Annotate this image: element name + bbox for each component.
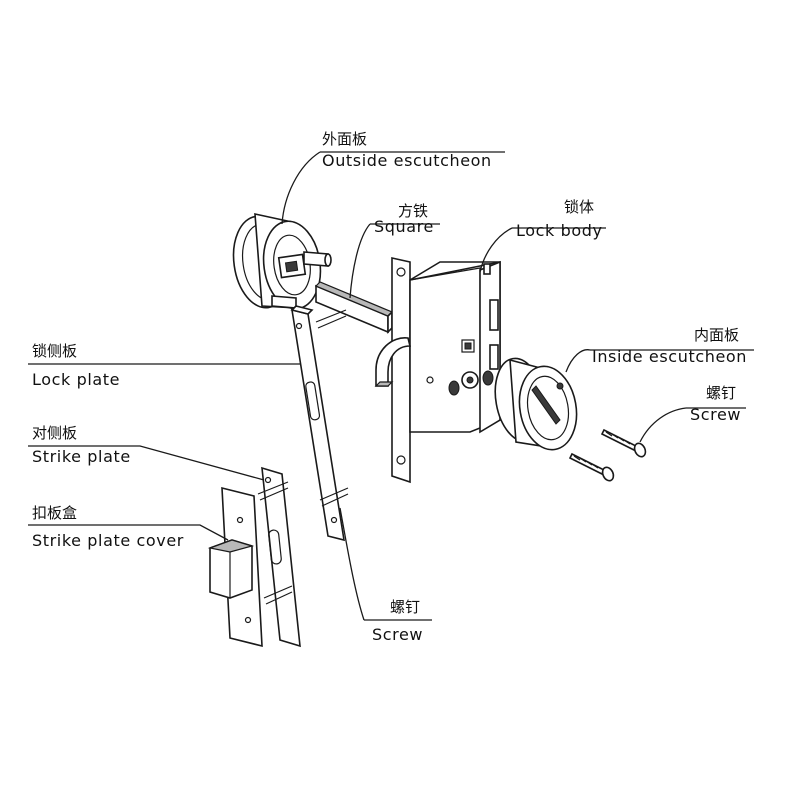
label-lock-body-en: Lock body: [516, 221, 603, 240]
outside-escutcheon-part: [232, 212, 332, 310]
label-strike-plate-en: Strike plate: [32, 447, 131, 466]
lock-plate-part: [290, 305, 349, 542]
inside-escutcheon-part: [494, 357, 578, 451]
label-square-zh: 方铁: [398, 202, 428, 220]
label-screw-bottom-zh: 螺钉: [390, 598, 420, 616]
label-lock-body-zh: 锁体: [564, 198, 594, 216]
lock-body-part: [374, 257, 501, 484]
label-strike-plate-cover-en: Strike plate cover: [32, 531, 184, 550]
label-lock-plate-zh: 锁侧板: [32, 342, 77, 360]
label-inside-escutcheon-en: Inside escutcheon: [592, 347, 747, 366]
label-screw-right-zh: 螺钉: [706, 384, 736, 402]
label-square-en: Square: [374, 217, 434, 236]
label-lock-body: 锁体 Lock body: [516, 198, 603, 240]
label-square: 方铁 Square: [374, 202, 434, 236]
leader-lines: [28, 151, 754, 621]
label-screw-right-en: Screw: [690, 405, 741, 424]
label-outside-escutcheon: 外面板 Outside escutcheon: [322, 130, 492, 170]
label-strike-plate-cover-zh: 扣板盒: [32, 504, 77, 522]
label-lock-plate-en: Lock plate: [32, 370, 120, 389]
label-outside-escutcheon-zh: 外面板: [322, 130, 367, 148]
label-strike-plate-zh: 对侧板: [32, 424, 77, 442]
label-outside-escutcheon-en: Outside escutcheon: [322, 151, 492, 170]
strike-plate-part: [257, 466, 301, 648]
label-screw-bottom-en: Screw: [372, 625, 423, 644]
label-strike-plate: 对侧板 Strike plate: [32, 424, 131, 466]
label-screw-bottom: 螺钉 Screw: [372, 598, 423, 644]
strike-plate-cover-part: [207, 486, 263, 648]
label-screw-right: 螺钉 Screw: [690, 384, 741, 424]
label-inside-escutcheon-zh: 内面板: [694, 326, 739, 344]
label-strike-plate-cover: 扣板盒 Strike plate cover: [32, 504, 184, 550]
screws-right-part: [568, 428, 647, 482]
square-spindle-part: [314, 281, 394, 334]
label-lock-plate: 锁侧板 Lock plate: [32, 342, 120, 389]
label-inside-escutcheon: 内面板 Inside escutcheon: [592, 326, 747, 366]
